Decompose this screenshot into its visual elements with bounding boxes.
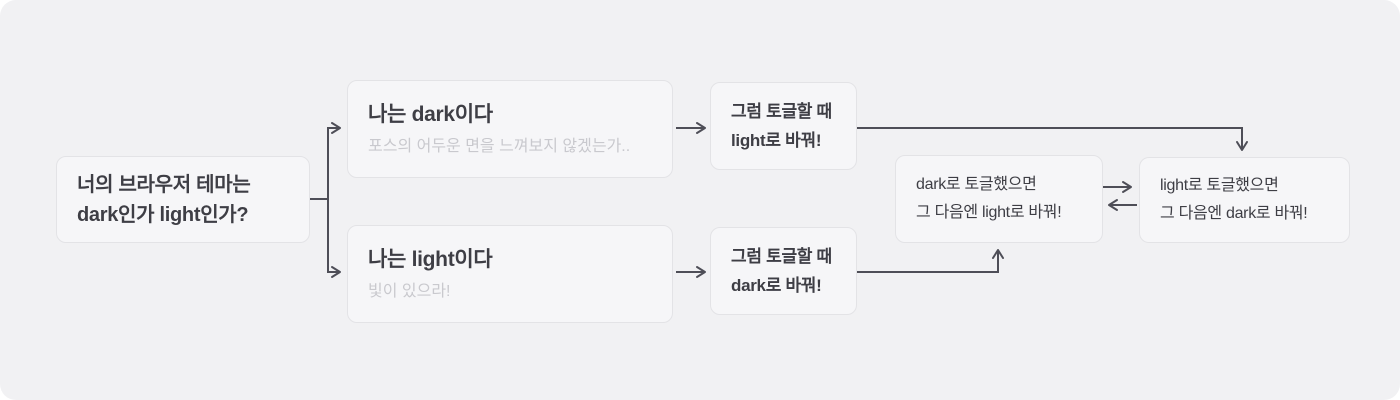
node-light-choice-subtitle: 빛이 있으라! — [368, 283, 451, 300]
node-after-light-toggle-line1: light로 토글했으면 — [1160, 177, 1279, 194]
node-light-choice-title: 나는 light이다 — [368, 248, 493, 271]
node-toggle-to-dark: 그럼 토글할 때 dark로 바꿔! — [710, 227, 857, 315]
node-after-light-toggle: light로 토글했으면 그 다음엔 dark로 바꿔! — [1139, 157, 1350, 243]
edge-question-to-dark — [327, 122, 341, 199]
node-light-choice: 나는 light이다 빛이 있으라! — [347, 225, 673, 323]
edge-question-to-light — [327, 199, 341, 278]
node-dark-choice-subtitle: 포스의 어두운 면을 느껴보지 않겠는가.. — [368, 138, 631, 155]
node-toggle-to-light-line2: light로 바꿔! — [731, 131, 822, 150]
node-question: 너의 브라우저 테마는 dark인가 light인가? — [56, 156, 310, 243]
node-dark-choice-title: 나는 dark이다 — [368, 103, 493, 126]
node-after-light-toggle-line2: 그 다음엔 dark로 바꿔! — [1160, 205, 1308, 222]
node-after-dark-toggle-line2: 그 다음엔 light로 바꿔! — [916, 204, 1062, 221]
edge-action-to-after-dark — [857, 249, 1004, 273]
node-toggle-to-dark-line2: dark로 바꿔! — [731, 276, 822, 295]
node-dark-choice: 나는 dark이다 포스의 어두운 면을 느껴보지 않겠는가.. — [347, 80, 673, 178]
node-toggle-to-light-line1: 그럼 토글할 때 — [731, 102, 832, 121]
edge-action-to-after-light — [857, 127, 1248, 151]
node-question-line1: 너의 브라우저 테마는 — [77, 173, 251, 196]
node-after-dark-toggle: dark로 토글했으면 그 다음엔 light로 바꿔! — [895, 155, 1103, 243]
node-toggle-to-light: 그럼 토글할 때 light로 바꿔! — [710, 82, 857, 170]
node-toggle-to-dark-line1: 그럼 토글할 때 — [731, 247, 832, 266]
node-after-dark-toggle-line1: dark로 토글했으면 — [916, 176, 1037, 193]
node-question-line2: dark인가 light인가? — [77, 203, 249, 226]
